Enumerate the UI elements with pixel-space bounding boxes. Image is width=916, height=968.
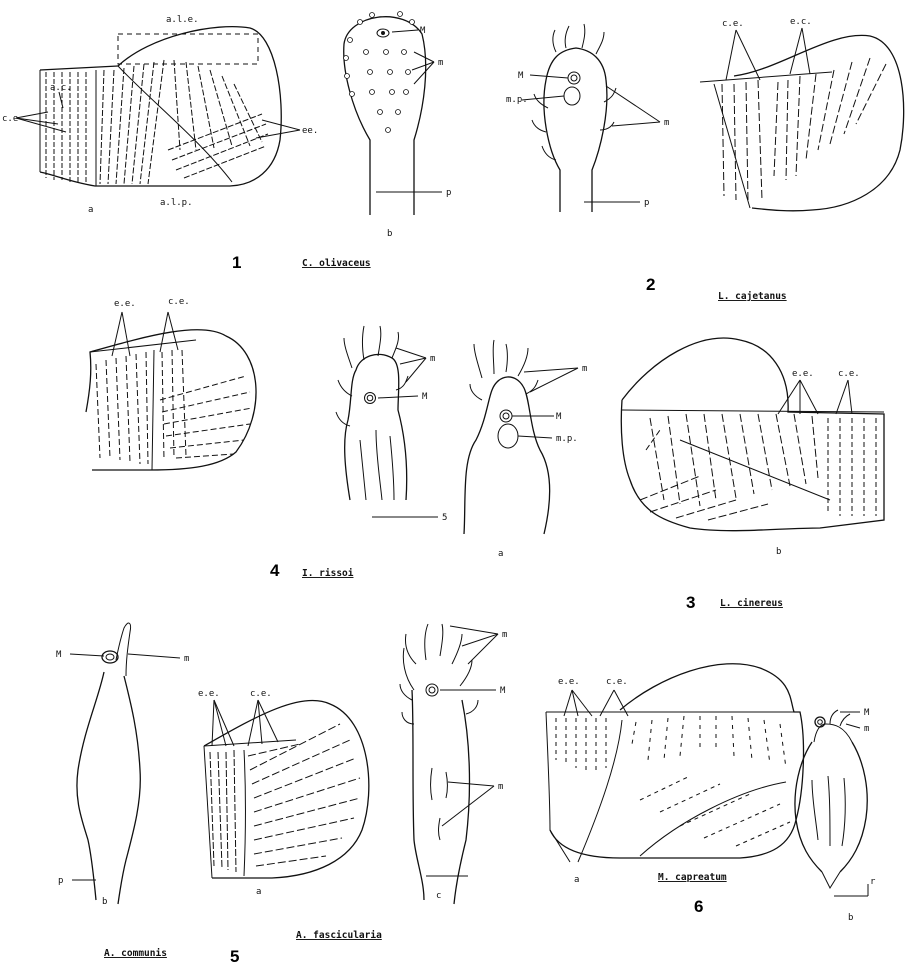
fig5a-scale-drawing: e.e. c.e. a: [198, 689, 369, 897]
fig4-label-ce: c.e.: [168, 297, 190, 307]
fig2-scale-drawing: c.e. e.c.: [700, 17, 904, 211]
fig2-lobe-drawing: M m.p. m p: [506, 24, 669, 212]
fig3a-label-M: M: [556, 412, 562, 422]
fig1a-label-ce: c.e: [2, 114, 18, 124]
fig2-label-mp: m.p.: [506, 95, 528, 105]
fig5-species-a: A. fascicularia: [296, 930, 382, 941]
fig2-label-M: M: [518, 71, 524, 81]
fig5b-lobe-drawing: M m p b: [56, 623, 189, 907]
fig5c-label-m3: m: [498, 782, 503, 792]
fig6a-label-ce: c.e.: [606, 677, 628, 687]
fig4-lobe-drawing: m M 5: [336, 326, 447, 523]
fig5-species-b: A. communis: [104, 948, 167, 959]
fig2-label-p: p: [644, 198, 649, 208]
fig2-species: L. cajetanus: [718, 291, 787, 302]
fig6a-label-ee: e.e.: [558, 677, 580, 687]
fig3a-label-mp: m.p.: [556, 434, 578, 444]
fig1b-label-p: p: [446, 188, 451, 198]
fig5c-label-m: m: [502, 630, 507, 640]
fig4-label-M: M: [422, 392, 428, 402]
fig1a-label-a: a: [88, 205, 93, 215]
fig1b-label-M: M: [420, 26, 426, 36]
fig2-label-ec: e.c.: [790, 17, 812, 27]
fig6b-label-M: M: [864, 708, 870, 718]
fig3a-label-m: m: [582, 364, 587, 374]
fig3-number: 3: [686, 593, 695, 612]
fig6b-label-b: b: [848, 913, 853, 923]
fig4-scale-drawing: e.e. c.e.: [86, 297, 256, 470]
fig4-label-ee: e.e.: [114, 299, 136, 309]
fig4-label-m: m: [430, 354, 435, 364]
fig3b-scale-drawing: e.e. c.e. b: [621, 338, 884, 557]
fig5a-label-ce: c.e.: [250, 689, 272, 699]
fig5b-label-m: m: [184, 654, 189, 664]
fig6a-scale-drawing: e.e. c.e. a: [546, 664, 803, 885]
fig2-label-ce: c.e.: [722, 19, 744, 29]
fig4-species: I. rissoi: [302, 568, 354, 579]
fig2-number: 2: [646, 275, 655, 294]
fig6-number: 6: [694, 897, 703, 916]
fig4-label-five: 5: [442, 513, 447, 523]
fig1b-lobe-drawing: M m p b: [344, 12, 452, 240]
fig5b-label-b: b: [102, 897, 107, 907]
fig1a-label-alp: a.l.p.: [160, 198, 193, 208]
fig5-number: 5: [230, 947, 239, 966]
fig3b-label-ee: e.e.: [792, 369, 814, 379]
fig6b-label-r: r: [870, 877, 876, 887]
fig6-species: M. capreatum: [658, 872, 727, 883]
fig6a-cell-marks: [556, 716, 790, 846]
fig1a-label-ac: a.c.: [50, 83, 72, 93]
fig6a-label-a: a: [574, 875, 579, 885]
fig1b-label-b: b: [387, 229, 392, 239]
fig4-number: 4: [270, 561, 280, 580]
fig6b-lobe-drawing: M m r b: [795, 708, 876, 923]
fig5b-label-M: M: [56, 650, 62, 660]
fig5c-label-c: c: [436, 891, 441, 901]
fig3a-lobe-drawing: m M m.p. a: [464, 340, 587, 559]
fig3-species: L. cinereus: [720, 598, 783, 609]
fig3b-label-b: b: [776, 547, 781, 557]
fig1-number: 1: [232, 253, 241, 272]
fig3a-label-a: a: [498, 549, 503, 559]
fig1-species: C. olivaceus: [302, 258, 371, 269]
fig6c-lobe-drawing: m M m c: [400, 624, 507, 904]
fig3b-label-ce: c.e.: [838, 369, 860, 379]
fig5c-label-M: M: [500, 686, 506, 696]
fig5b-label-p: p: [58, 876, 63, 886]
fig1a-label-ale: a.l.e.: [166, 15, 199, 25]
fig1a-label-ee: ee.: [302, 126, 318, 136]
fig6b-label-m: m: [864, 724, 869, 734]
fig2-label-m: m: [664, 118, 669, 128]
fig5a-label-ee: e.e.: [198, 689, 220, 699]
fig1b-label-m: m: [438, 58, 443, 68]
fig1a-scale-drawing: a.c. a.l.e. c.e ee. a.l.p. a: [2, 15, 318, 215]
fig1a-cell-rows: [46, 60, 268, 184]
fig5a-label-a: a: [256, 887, 261, 897]
